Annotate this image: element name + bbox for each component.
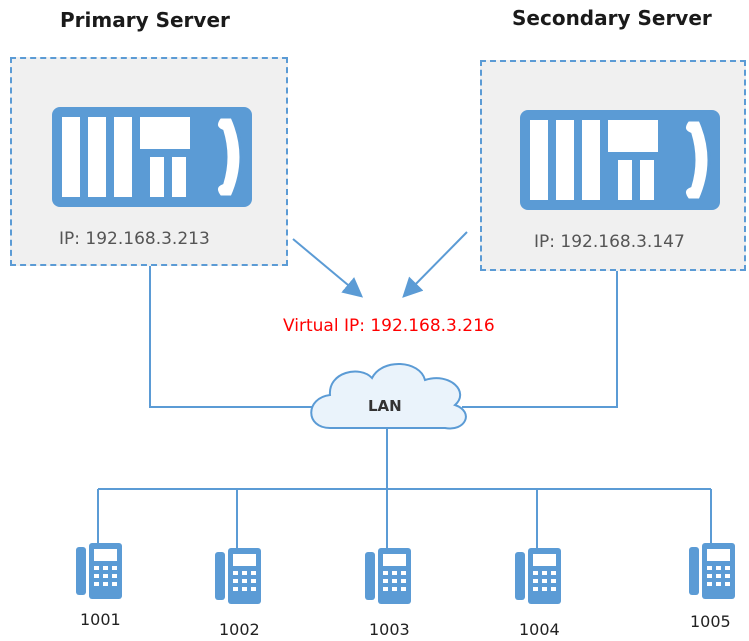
extension-label: 1005 [690,612,731,631]
primary-ip-label: IP: 192.168.3.213 [59,229,210,249]
secondary-lan-link [462,271,618,408]
extension-label: 1004 [519,620,560,639]
desk-phone-icon [365,548,411,604]
ippbx-server-icon [52,107,252,207]
extension-label: 1001 [80,610,121,629]
primary-server-box: IP: 192.168.3.213 [10,57,288,266]
primary-server-title: Primary Server [60,8,230,32]
lan-label: LAN [368,397,402,415]
desk-phone-icon [689,543,735,599]
virtual-ip-label: Virtual IP: 192.168.3.216 [283,316,495,336]
secondary-arrow [402,231,468,298]
secondary-server-title: Secondary Server [512,6,712,30]
extension-label: 1003 [369,620,410,639]
extension-label: 1002 [219,620,260,639]
lan-cloud-icon [310,363,467,430]
secondary-server-box: IP: 192.168.3.147 [480,60,746,271]
primary-arrow [292,238,364,298]
desk-phone-icon [76,543,122,599]
ippbx-server-icon [520,110,720,210]
primary-lan-link [149,266,318,408]
desk-phone-icon [215,548,261,604]
secondary-ip-label: IP: 192.168.3.147 [534,232,685,252]
desk-phone-icon [515,548,561,604]
